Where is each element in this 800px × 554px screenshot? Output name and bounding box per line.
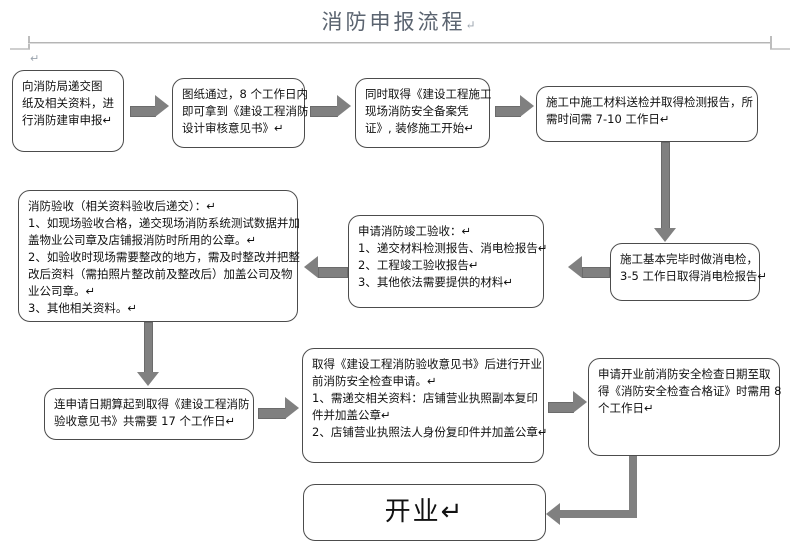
arrow-n3-to-n4-shaft bbox=[495, 106, 521, 117]
page-margin-mark-top-right-vertical bbox=[770, 36, 772, 49]
node-fire-bureau-submission: 向消防局递交图 纸及相关资料，进 行消防建审申报↵ bbox=[12, 70, 124, 152]
node-fire-acceptance-documents: 消防验收（相关资料验收后递交）：↵ 1、如现场验收合格，递交现场消防系统测试数据… bbox=[18, 190, 300, 322]
node-line: 3-5 工作日取得消电检报告↵ bbox=[620, 269, 768, 283]
arrow-n6-to-n7-shaft bbox=[318, 267, 348, 278]
page-title-text: 消防申报流程 bbox=[321, 10, 466, 34]
title-pilcrow: ↵ bbox=[465, 18, 479, 32]
page-title: 消防申报流程↵ bbox=[0, 6, 800, 36]
arrow-n4-to-n5-shaft bbox=[661, 142, 670, 230]
node-total-working-days: 连申请日期算起到取得《建设工程消防 验收意见书》共需要 17 个工作日↵ bbox=[44, 388, 254, 440]
arrow-n7-to-n8-head bbox=[137, 372, 159, 386]
node-line: 盖物业公司章及店铺报消防时所用的公章。↵ bbox=[28, 233, 257, 247]
arrow-n7-to-n8-shaft bbox=[144, 322, 153, 374]
node-line: 即可拿到《建设工程消防 bbox=[182, 104, 309, 118]
node-line: 施工中施工材料送检并取得检测报告，所 bbox=[546, 95, 753, 109]
node-line: 施工基本完毕时做消电检， bbox=[620, 252, 758, 266]
node-line: 连申请日期算起到取得《建设工程消防 bbox=[54, 397, 250, 411]
node-line: 1、如现场验收合格，递交现场消防系统测试数据并加 bbox=[28, 216, 300, 230]
arrow-n9-to-n10-head bbox=[573, 391, 587, 413]
node-line: 行消防建审申报↵ bbox=[22, 113, 113, 127]
elbow-n10-to-n11-vertical bbox=[629, 456, 637, 518]
arrow-n9-to-n10-shaft bbox=[548, 402, 574, 413]
arrow-n8-to-n9-head bbox=[285, 397, 299, 419]
node-completion-acceptance-application: 申请消防竣工验收：↵ 1、递交材料检测报告、消电检报告↵ 2、工程竣工验收报告↵… bbox=[348, 215, 548, 308]
elbow-n10-to-n11-head bbox=[546, 503, 560, 525]
elbow-n10-to-n11-horizontal bbox=[560, 510, 633, 518]
node-line: 得《消防安全检查合格证》时需用 8 bbox=[598, 384, 782, 398]
node-construction-site-filing: 同时取得《建设工程施工 现场消防安全备案凭 证》, 装修施工开始↵ bbox=[355, 78, 492, 148]
node-line: 改后资料（需拍照片整改前及整改后）加盖公司及物 bbox=[28, 267, 293, 281]
arrow-n1-to-n2-shaft bbox=[130, 106, 156, 117]
node-line: 取得《建设工程消防验收意见书》后进行开业 bbox=[312, 357, 542, 371]
node-line: 1、需递交相关资料：店铺营业执照副本复印 bbox=[312, 391, 538, 405]
node-line: 验收意见书》共需要 17 个工作日↵ bbox=[54, 414, 236, 428]
node-line: 需时间需 7-10 工作日↵ bbox=[546, 112, 670, 126]
arrow-n2-to-n3-head bbox=[337, 95, 351, 117]
arrow-n1-to-n2-head bbox=[155, 95, 169, 117]
arrow-n8-to-n9-shaft bbox=[258, 408, 286, 419]
node-line: 前消防安全检查申请。↵ bbox=[312, 374, 437, 388]
page-margin-mark-top-right-horizontal bbox=[770, 48, 790, 50]
node-electrical-fire-inspection: 施工基本完毕时做消电检， 3-5 工作日取得消电检报告↵ bbox=[610, 243, 768, 301]
node-line: 纸及相关资料，进 bbox=[22, 96, 114, 110]
node-line: 3、其他依法需要提供的材料↵ bbox=[358, 275, 513, 289]
node-line: 2、如验收时现场需要整改的地方，需及时整改并把整 bbox=[28, 250, 300, 264]
node-line: 2、店铺营业执照法人身份复印件并加盖公章↵ bbox=[312, 425, 548, 439]
header-rule-shadow bbox=[28, 43, 770, 44]
node-line: 业公司章。↵ bbox=[28, 284, 96, 298]
arrow-n3-to-n4-head bbox=[520, 95, 534, 117]
node-line: 个工作日↵ bbox=[598, 401, 654, 415]
node-opening-label: 开业↵ bbox=[384, 497, 465, 527]
node-line: 同时取得《建设工程施工 bbox=[365, 87, 492, 101]
page-margin-mark-top-left-horizontal bbox=[10, 48, 30, 50]
header-rule bbox=[28, 42, 770, 43]
node-line: 申请消防竣工验收：↵ bbox=[358, 224, 472, 238]
node-line: 向消防局递交图 bbox=[22, 79, 103, 93]
node-line: 图纸通过，8 个工作日内 bbox=[182, 87, 308, 101]
node-safety-check-certificate-days: 申请开业前消防安全检查日期至取 得《消防安全检查合格证》时需用 8 个工作日↵ bbox=[588, 358, 782, 456]
node-line: 1、递交材料检测报告、消电检报告↵ bbox=[358, 241, 548, 255]
node-opening: 开业↵ bbox=[303, 484, 546, 541]
arrow-n6-to-n7-head bbox=[304, 256, 318, 278]
node-line: 现场消防安全备案凭 bbox=[365, 104, 469, 118]
node-line: 2、工程竣工验收报告↵ bbox=[358, 258, 479, 272]
node-line: 设计审核意见书》↵ bbox=[182, 121, 284, 135]
node-drawing-approval: 图纸通过，8 个工作日内 即可拿到《建设工程消防 设计审核意见书》↵ bbox=[172, 78, 309, 148]
node-material-inspection-report: 施工中施工材料送检并取得检测报告，所 需时间需 7-10 工作日↵ bbox=[536, 86, 758, 142]
arrow-n4-to-n5-head bbox=[654, 228, 676, 242]
node-line: 证》, 装修施工开始↵ bbox=[365, 121, 474, 135]
body-pilcrow: ↵ bbox=[30, 52, 40, 65]
arrow-n5-to-n6-head bbox=[568, 256, 582, 278]
node-line: 申请开业前消防安全检查日期至取 bbox=[598, 367, 771, 381]
arrow-n2-to-n3-shaft bbox=[310, 106, 338, 117]
node-line: 件并加盖公章↵ bbox=[312, 408, 391, 422]
arrow-n5-to-n6-shaft bbox=[582, 267, 610, 278]
node-line: 消防验收（相关资料验收后递交）：↵ bbox=[28, 199, 216, 213]
node-line: 3、其他相关资料。↵ bbox=[28, 301, 137, 315]
node-pre-opening-safety-check-application: 取得《建设工程消防验收意见书》后进行开业 前消防安全检查申请。↵ 1、需递交相关… bbox=[302, 348, 548, 463]
